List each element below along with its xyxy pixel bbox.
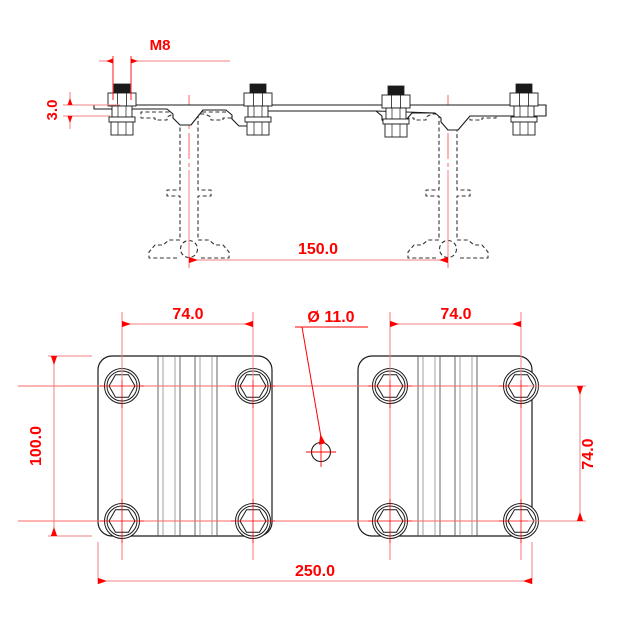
clamp-strip-profile [93, 104, 547, 131]
bolt-assembly-4 [509, 83, 539, 136]
dimension-label-150: 150.0 [298, 241, 338, 258]
bolt-assembly-1 [107, 83, 137, 136]
leader-hole-diameter: Ø 11.0 [295, 309, 368, 445]
dimension-overall-length: 250.0 [97, 542, 533, 585]
side-elevation-view: M8 3.0 150.0 [44, 37, 547, 268]
dimension-label-m8: M8 [150, 37, 171, 54]
dimension-label-thickness: 3.0 [44, 100, 61, 121]
bolt-assembly-3 [381, 85, 411, 138]
dimension-label-left-74: 74.0 [172, 306, 203, 323]
dimension-label-diameter: Ø 11.0 [307, 309, 354, 326]
dimension-plate-height: 100.0 [28, 355, 92, 537]
dimension-rail-spacing: 150.0 [188, 170, 449, 264]
plate-right [357, 355, 533, 537]
dimension-hole-spacing-right: 74.0 [389, 306, 522, 380]
dimension-label-right-74: 74.0 [440, 306, 471, 323]
dimension-thickness: 3.0 [44, 92, 120, 129]
dimension-hole-spacing-vertical: 74.0 [528, 385, 597, 522]
dimension-m8: M8 [99, 37, 230, 100]
bottom-plan-view: Ø 11.0 74.0 74.0 100.0 74.0 [18, 306, 597, 585]
dimension-hole-spacing-left: 74.0 [121, 306, 254, 380]
dimension-label-250: 250.0 [295, 563, 335, 580]
dimension-label-vertical-74: 74.0 [580, 438, 597, 469]
bolt-assembly-2 [243, 83, 273, 136]
dimension-label-100: 100.0 [28, 426, 45, 466]
center-hole [306, 437, 336, 467]
